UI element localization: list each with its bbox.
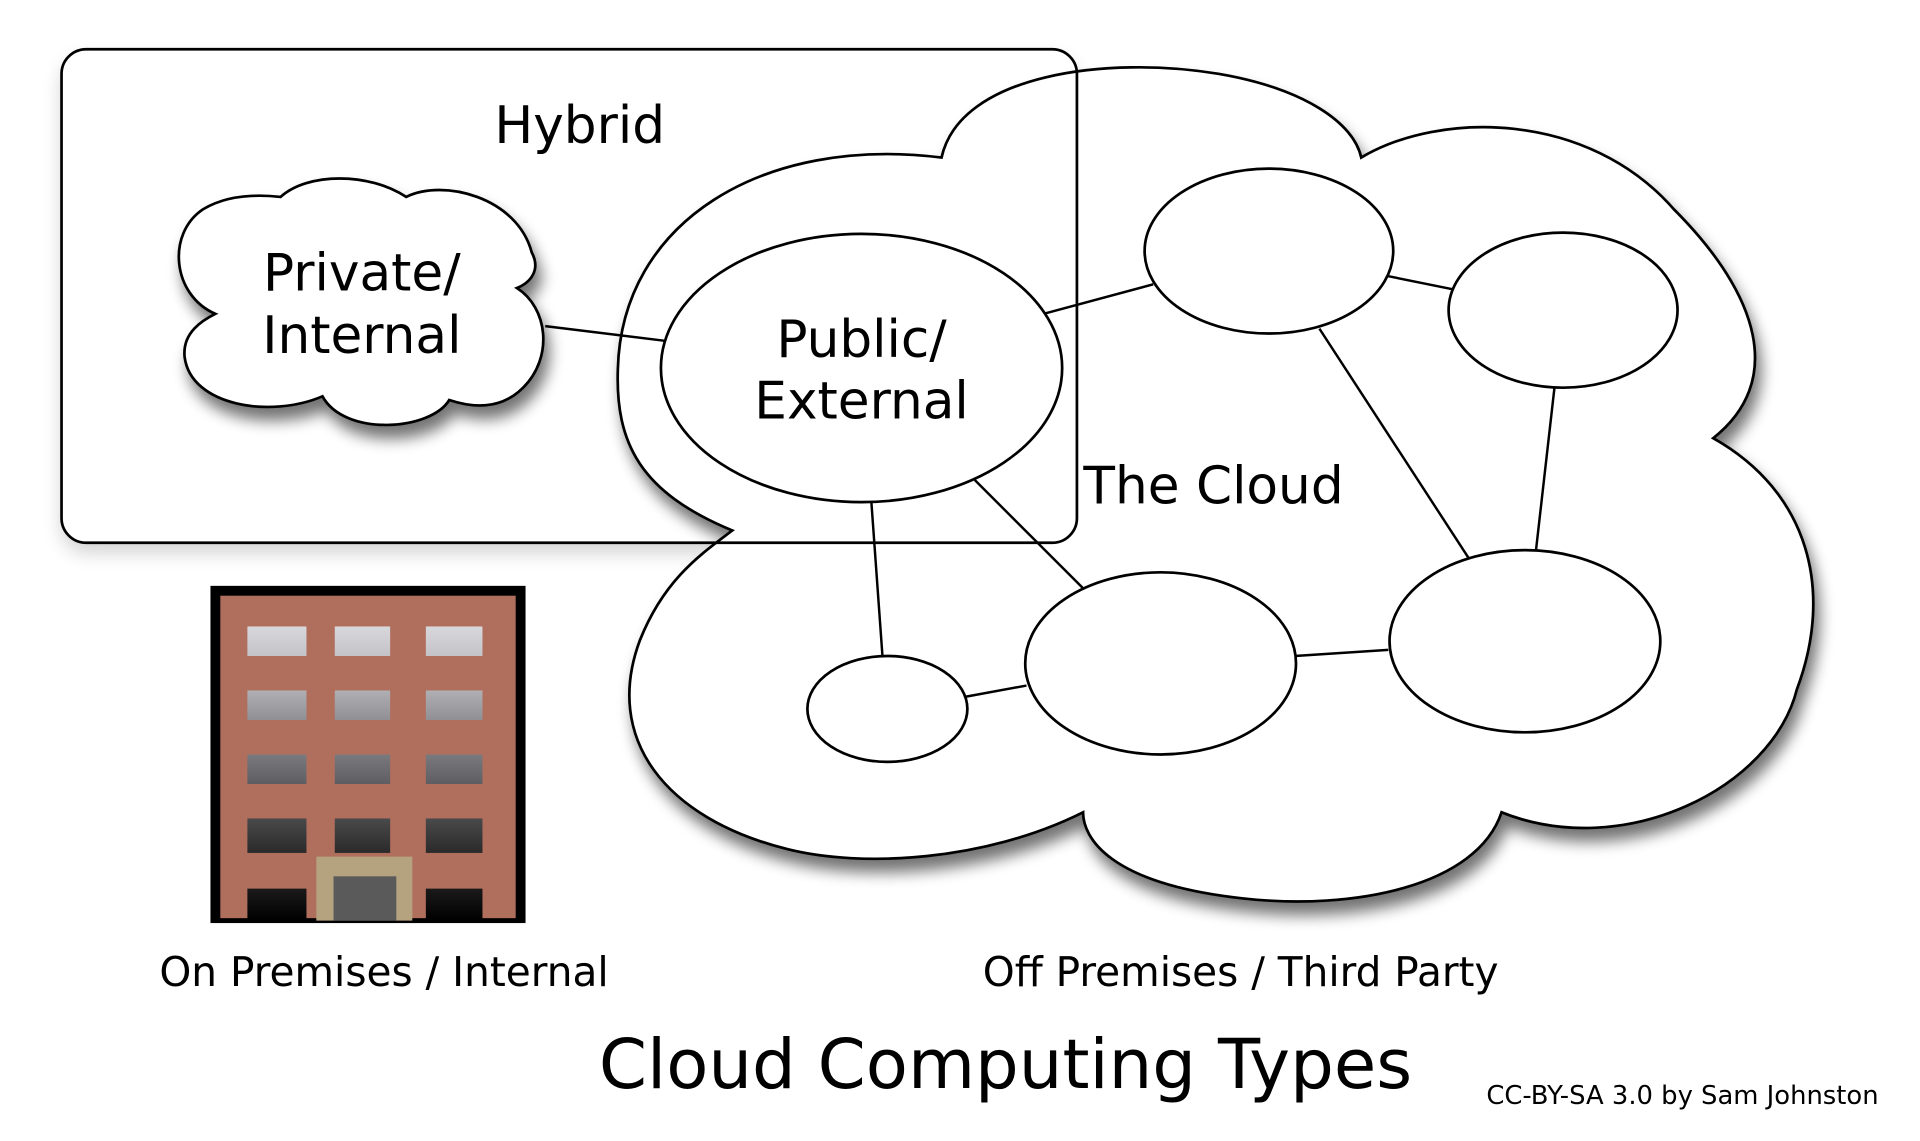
private-label-line1: Private/ bbox=[263, 243, 461, 303]
license-credit: CC-BY-SA 3.0 by Sam Johnston bbox=[1486, 1081, 1878, 1111]
public-label-line1: Public/ bbox=[776, 310, 947, 370]
hybrid-label: Hybrid bbox=[494, 96, 665, 156]
cloud-node-3[interactable] bbox=[806, 654, 969, 764]
edge-node1-node2 bbox=[1385, 274, 1453, 291]
cloud-node-1[interactable] bbox=[1143, 167, 1395, 335]
edge-private-public bbox=[545, 324, 666, 343]
edge-node4-node5 bbox=[1294, 648, 1389, 658]
public-external-node[interactable] bbox=[659, 232, 1064, 504]
edge-node3-node4 bbox=[965, 684, 1027, 698]
edges bbox=[545, 274, 1556, 698]
diagram-title: Cloud Computing Types bbox=[599, 1025, 1412, 1105]
edge-node1-node5 bbox=[1318, 327, 1470, 559]
edge-public-node4 bbox=[973, 479, 1084, 590]
edge-public-node3 bbox=[870, 502, 884, 657]
on-premises-caption: On Premises / Internal bbox=[159, 948, 608, 996]
private-label-line2: Internal bbox=[262, 306, 461, 366]
off-premises-caption: Off Premises / Third Party bbox=[983, 948, 1499, 996]
door bbox=[333, 876, 397, 921]
cloud-node-2[interactable] bbox=[1447, 231, 1679, 390]
cloud-node-4[interactable] bbox=[1023, 570, 1298, 756]
cloud-node-5[interactable] bbox=[1388, 548, 1662, 734]
edge-node2-node5 bbox=[1534, 387, 1556, 551]
private-internal-cloud[interactable] bbox=[177, 177, 545, 427]
public-label-line2: External bbox=[754, 371, 968, 431]
edge-public-node1 bbox=[1043, 283, 1154, 316]
office-building-icon bbox=[210, 585, 526, 924]
the-cloud-label: The Cloud bbox=[1082, 456, 1343, 516]
hybrid-region bbox=[60, 47, 1079, 545]
